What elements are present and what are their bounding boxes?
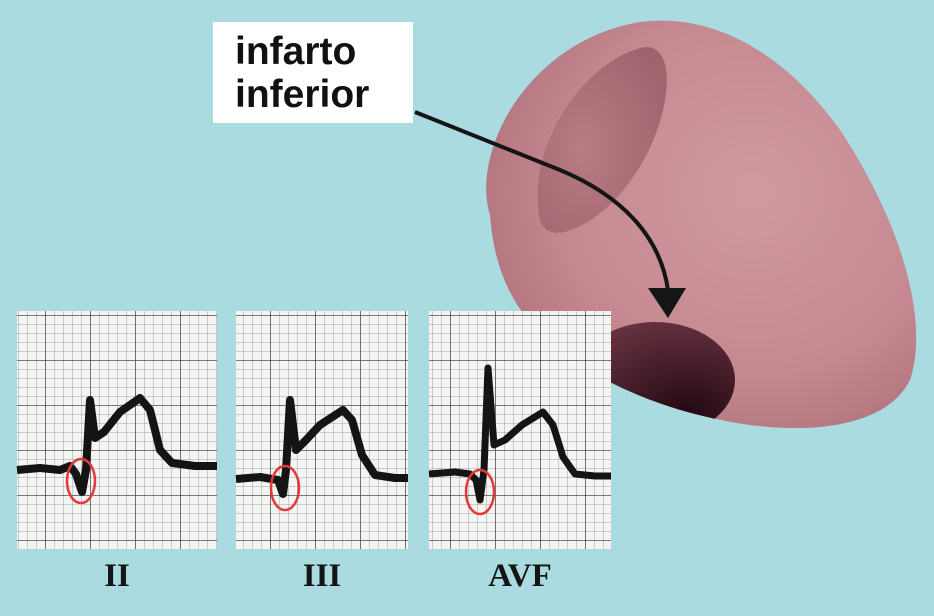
- callout-label: infarto inferior: [213, 22, 413, 123]
- lead-label-iii: III: [302, 558, 342, 594]
- ecg-panel-avf: [428, 311, 611, 549]
- heart-opening: [537, 47, 667, 233]
- ecg-trace-iii: [235, 396, 408, 498]
- q-wave-highlight-iii: [269, 464, 301, 512]
- lead-label-avf: AVF: [488, 558, 552, 594]
- ecg-trace-ii: [16, 394, 217, 496]
- ecg-panel-iii: [235, 311, 408, 549]
- callout-arrow: [414, 110, 686, 318]
- callout-line-1: infarto: [235, 30, 357, 73]
- q-wave-highlight-avf: [464, 468, 496, 516]
- ecg-panel-ii: [16, 311, 217, 549]
- ecg-trace-avf: [428, 364, 611, 504]
- lead-label-ii: II: [104, 558, 130, 594]
- q-wave-highlight-ii: [65, 457, 97, 505]
- callout-line-2: inferior: [235, 73, 370, 116]
